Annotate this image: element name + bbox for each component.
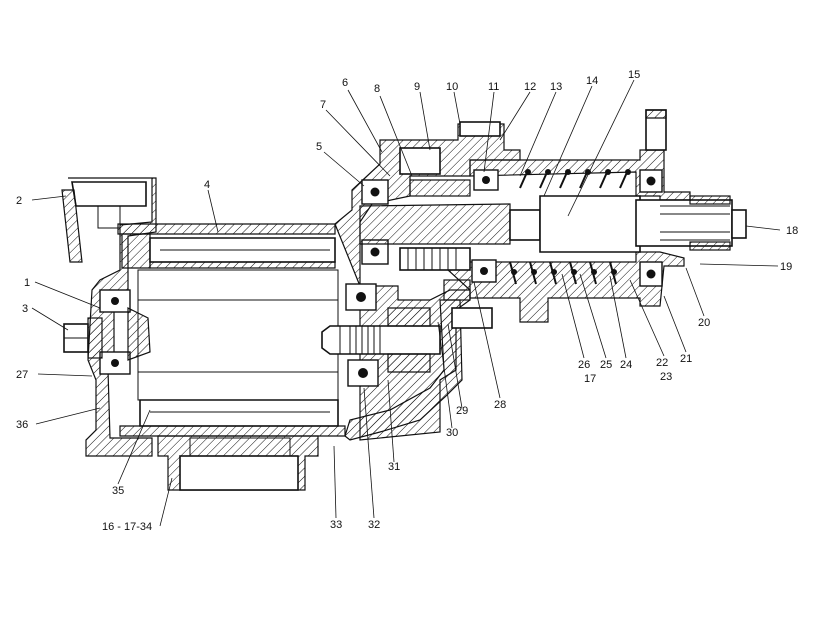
- callout-5: 5: [316, 141, 322, 153]
- callout-4: 4: [204, 179, 210, 191]
- end-cap-nut: [63, 317, 103, 359]
- callout-1: 1: [24, 277, 30, 289]
- callout-31: 31: [388, 461, 400, 473]
- callout-3: 3: [22, 303, 28, 315]
- callout-15: 15: [628, 69, 640, 81]
- return-spring-lower: [509, 261, 617, 285]
- callout-29: 29: [456, 405, 468, 417]
- pinion-bearing-rear: [639, 169, 663, 287]
- callout-28: 28: [494, 399, 506, 411]
- callout-labels: 1 2 3 4 5 6 7 8 9 10 11 12 13 14 15 18 1…: [16, 69, 798, 533]
- callout-16-17-34: 16 - 17-34: [102, 521, 152, 533]
- left-end-housing: [61, 177, 157, 457]
- pinion-shaft-housing: [446, 109, 691, 323]
- drive-end-bearing-lower: [345, 283, 379, 387]
- callout-8: 8: [374, 83, 380, 95]
- callout-23: 23: [660, 371, 672, 383]
- commutator-end-bearing: [99, 289, 151, 375]
- return-spring-upper: [519, 169, 631, 189]
- callout-2: 2: [16, 195, 22, 207]
- callout-24: 24: [620, 359, 632, 371]
- callout-35: 35: [112, 485, 124, 497]
- callout-26: 26: [578, 359, 590, 371]
- callout-6: 6: [342, 77, 348, 89]
- callout-25: 25: [600, 359, 612, 371]
- callout-32: 32: [368, 519, 380, 531]
- callout-9: 9: [414, 81, 420, 93]
- callout-21: 21: [680, 353, 692, 365]
- callout-20: 20: [698, 317, 710, 329]
- callout-17: 17: [584, 373, 596, 385]
- callout-22: 22: [656, 357, 668, 369]
- yoke-housing: [117, 223, 346, 437]
- callout-19: 19: [780, 261, 792, 273]
- callout-13: 13: [550, 81, 562, 93]
- armature-shaft-bolt: [321, 307, 441, 373]
- callout-27: 27: [16, 369, 28, 381]
- callout-33: 33: [330, 519, 342, 531]
- callout-30: 30: [446, 427, 458, 439]
- pinion-bearing-front: [471, 169, 499, 283]
- callout-18: 18: [786, 225, 798, 237]
- callout-14: 14: [586, 75, 598, 87]
- callout-7: 7: [320, 99, 326, 111]
- leader-lines: [31, 79, 781, 527]
- callout-10: 10: [446, 81, 458, 93]
- callout-36: 36: [16, 419, 28, 431]
- callout-12: 12: [524, 81, 536, 93]
- clutch-assembly: [399, 121, 501, 329]
- drive-shaft: [359, 195, 747, 253]
- callout-11: 11: [488, 81, 499, 93]
- mounting-foot: [157, 435, 319, 491]
